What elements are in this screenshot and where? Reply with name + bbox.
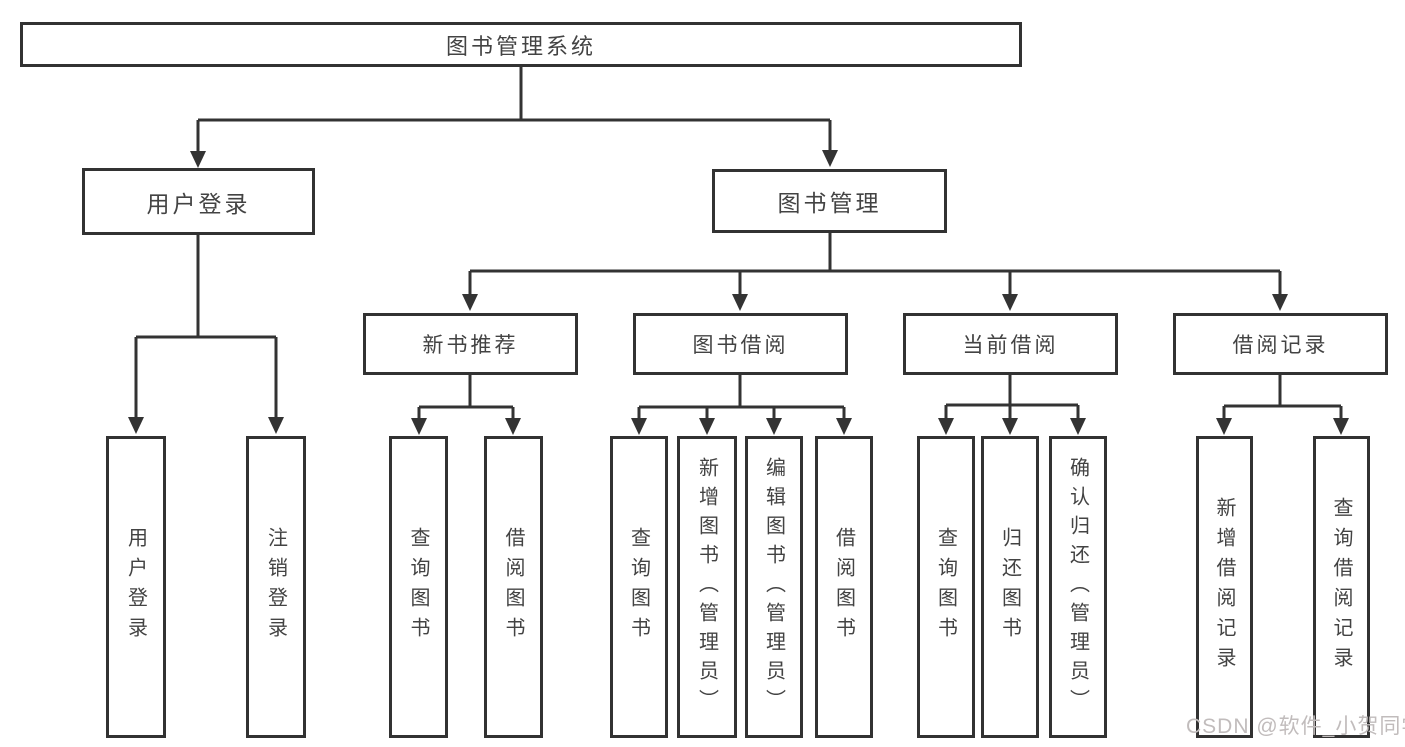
leaf-confirm-return-admin: 确认归还（管理员）: [1049, 436, 1107, 738]
leaf-user-login: 用户登录: [106, 436, 166, 738]
node-current-borrowing: 当前借阅: [903, 313, 1118, 375]
connector-current-borrow-to-children: [938, 375, 1086, 435]
connector-new-book-rec-to-children: [411, 375, 521, 435]
leaf-logout: 注销登录: [246, 436, 306, 738]
leaf-query-books-borrow: 查询图书: [610, 436, 668, 738]
leaf-return-book: 归还图书: [981, 436, 1039, 738]
leaf-edit-book-admin: 编辑图书（管理员）: [745, 436, 803, 738]
node-root-system: 图书管理系统: [20, 22, 1022, 67]
connector-book-mgmt-to-children: [462, 233, 1288, 311]
node-borrowing-records: 借阅记录: [1173, 313, 1388, 375]
connector-book-borrow-to-children: [631, 375, 852, 435]
leaf-add-borrow-record: 新增借阅记录: [1196, 436, 1253, 738]
csdn-watermark: CSDN @软件_小贺同学: [1186, 715, 1405, 738]
node-book-borrowing: 图书借阅: [633, 313, 848, 375]
connector-borrow-records-to-children: [1216, 375, 1349, 435]
connector-root-to-level2: [190, 67, 838, 168]
leaf-borrow-books: 借阅图书: [815, 436, 873, 738]
leaf-query-borrow-record: 查询借阅记录: [1313, 436, 1370, 738]
leaf-query-books-current: 查询图书: [917, 436, 975, 738]
node-user-login: 用户登录: [82, 168, 315, 235]
leaf-add-book-admin: 新增图书（管理员）: [677, 436, 737, 738]
node-book-management: 图书管理: [712, 169, 947, 233]
connector-user-login-to-children: [128, 235, 284, 434]
leaf-borrow-books-recommend: 借阅图书: [484, 436, 543, 738]
leaf-query-books-recommend: 查询图书: [389, 436, 448, 738]
node-new-book-recommend: 新书推荐: [363, 313, 578, 375]
